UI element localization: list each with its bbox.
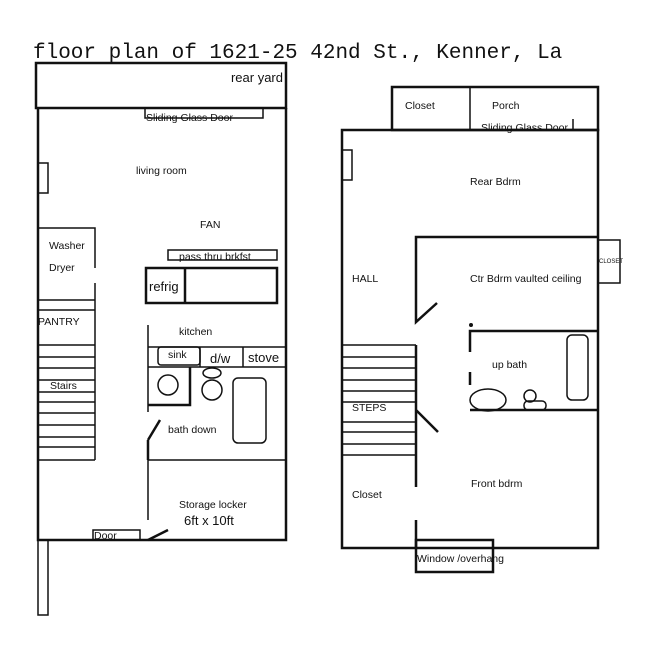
- label-porch: Porch: [492, 100, 520, 112]
- label-front-bdrm: Front bdrm: [471, 478, 523, 490]
- label-closet-top: Closet: [405, 100, 435, 112]
- sink-basin: [202, 367, 222, 379]
- label-fan: FAN: [200, 219, 220, 231]
- sink: [469, 388, 507, 412]
- label-kitchen: kitchen: [179, 326, 212, 338]
- ctr-bdrm-wall: [414, 235, 598, 325]
- downstairs-plan: rear yard Sliding Glass Door living room…: [34, 61, 288, 616]
- bath-wall: [468, 329, 598, 412]
- door-frame: [92, 529, 141, 541]
- pass-thru-counter: [167, 249, 278, 261]
- marker: [469, 323, 473, 327]
- storage-wall: [147, 459, 286, 520]
- label-door: Door: [94, 530, 117, 542]
- window: [341, 149, 353, 181]
- sliding-door: [144, 107, 264, 119]
- label-pantry: PANTRY: [38, 316, 80, 328]
- refrigerator-counter: [144, 266, 279, 305]
- label-storage-size: 6ft x 10ft: [184, 513, 234, 528]
- post: [37, 539, 49, 616]
- stairs-treads: [38, 299, 95, 461]
- door-swing: [147, 528, 169, 542]
- label-closet-small: CLOSET: [599, 259, 623, 265]
- label-hall: HALL: [352, 273, 378, 285]
- plan-title: floor plan of 1621-25 42nd St., Kenner, …: [33, 42, 562, 65]
- label-pass-thru: pass thru brkfst: [179, 251, 251, 263]
- label-washer: Washer: [49, 240, 85, 252]
- label-window: Window /overhang: [417, 553, 504, 565]
- label-living-room: living room: [136, 165, 187, 177]
- label-ctr-bdrm: Ctr Bdrm vaulted ceiling: [470, 273, 582, 285]
- toilet-bowl: [523, 400, 547, 411]
- hall-wall: [414, 345, 439, 548]
- label-sliding-door-up: Sliding Glass Door: [481, 122, 568, 134]
- label-rear-bdrm: Rear Bdrm: [470, 176, 521, 188]
- label-steps: STEPS: [352, 402, 386, 414]
- label-stairs: Stairs: [50, 380, 77, 392]
- window-overhang: [414, 538, 495, 574]
- toilet: [201, 379, 223, 401]
- steps-treads: [342, 344, 416, 456]
- label-closet: Closet: [352, 489, 382, 501]
- bathtub: [566, 334, 589, 401]
- small-closet: [597, 239, 621, 284]
- label-dryer: Dryer: [49, 262, 75, 274]
- bathtub: [232, 377, 267, 444]
- toilet-closet: [148, 367, 192, 407]
- label-stove: stove: [248, 350, 279, 365]
- label-rear-yard: rear yard: [231, 70, 283, 85]
- upstairs-outer-wall: [340, 128, 600, 550]
- door-swing: [146, 419, 162, 460]
- label-sliding-door: Sliding Glass Door: [146, 112, 233, 124]
- label-storage: Storage locker: [179, 499, 247, 511]
- label-up-bath: up bath: [492, 359, 527, 371]
- window: [37, 162, 49, 194]
- label-bath-down: bath down: [168, 424, 217, 436]
- upstairs-plan: Closet Porch Sliding Glass Door Rear Bdr…: [340, 85, 623, 574]
- toilet-bowl: [157, 374, 179, 396]
- label-sink: sink: [168, 349, 187, 361]
- label-refrig: refrig: [149, 279, 179, 294]
- label-dw: d/w: [210, 351, 231, 366]
- washer-closet-wall: [38, 227, 96, 460]
- toilet-tank: [523, 389, 537, 403]
- downstairs-outer-wall: [36, 108, 288, 542]
